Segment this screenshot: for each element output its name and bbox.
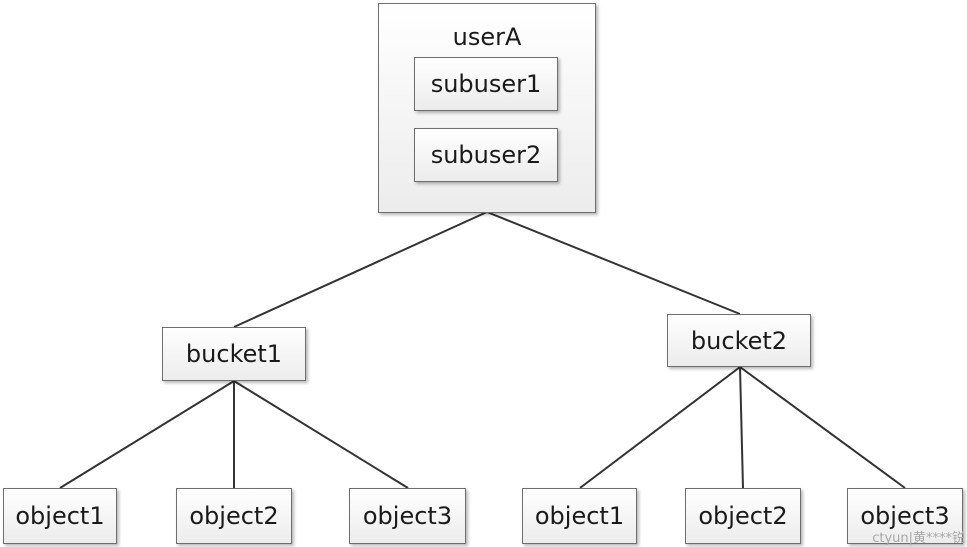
connector-bucket1-object3 [233, 380, 409, 489]
user-node-label: userA [452, 23, 522, 51]
connector-user-bucket1 [233, 211, 488, 328]
connector-bucket2-object1 [579, 366, 741, 489]
subuser-node[interactable]: subuser1 [414, 57, 558, 111]
object-node[interactable]: object1 [522, 488, 637, 544]
connector-bucket2-object3 [739, 366, 906, 489]
object-node[interactable]: object2 [685, 488, 801, 544]
connector-user-bucket2 [486, 211, 741, 315]
object-node[interactable]: object1 [3, 488, 117, 544]
bucket-node[interactable]: bucket1 [162, 327, 306, 381]
object-node[interactable]: object3 [349, 488, 466, 544]
connector-bucket2-object2 [739, 366, 744, 489]
subuser-node[interactable]: subuser2 [414, 128, 558, 182]
object-node[interactable]: object2 [176, 488, 292, 544]
connector-bucket1-object1 [59, 380, 235, 489]
object-node[interactable]: object3 [847, 488, 963, 544]
watermark: ctyun|黄****锐 [872, 531, 965, 546]
bucket-node[interactable]: bucket2 [667, 314, 811, 367]
